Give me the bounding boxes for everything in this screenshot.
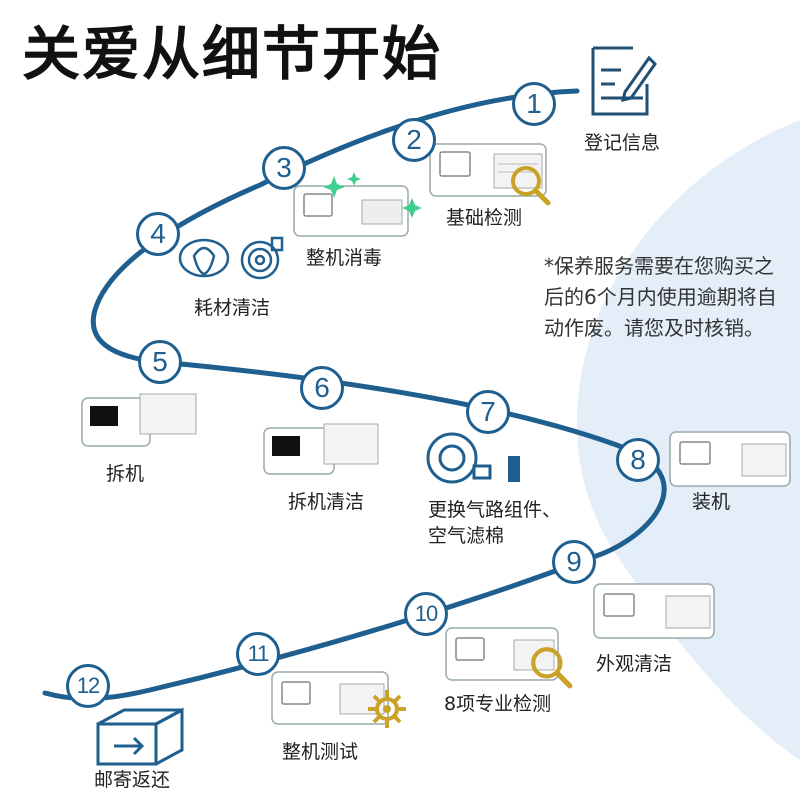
tube-icon <box>240 236 284 280</box>
step-badge-4: 4 <box>136 212 180 256</box>
step-label-8: 装机 <box>692 491 731 513</box>
mask-icon <box>178 238 230 278</box>
device-icon <box>293 185 409 237</box>
step-badge-7: 7 <box>466 390 510 434</box>
device-icon <box>263 423 379 475</box>
step-badge-12: 12 <box>66 664 110 708</box>
page-title: 关爱从细节开始 <box>22 20 443 88</box>
device-icon <box>81 393 197 447</box>
step-badge-3: 3 <box>262 146 306 190</box>
form-edit-icon <box>591 46 657 116</box>
service-note: *保养服务需要在您购买之后的6个月内使用逾期将自动作废。请您及时核销。 <box>544 254 777 340</box>
step-label-7-line2: 空气滤棉 <box>428 525 505 547</box>
gear-icon <box>368 690 406 728</box>
box-arrow-icon <box>96 707 184 766</box>
step-badge-2: 2 <box>392 118 436 162</box>
step-badge-9: 9 <box>552 540 596 584</box>
step-label-5: 拆机 <box>106 463 145 485</box>
step-label-7-line1: 更换气路组件、 <box>428 499 562 521</box>
step-label-6: 拆机清洁 <box>288 491 365 513</box>
step-label-1: 登记信息 <box>584 132 661 154</box>
device-icon <box>593 583 715 639</box>
sparkle-icon <box>324 172 422 218</box>
device-icon <box>445 627 559 681</box>
step-label-12: 邮寄返还 <box>94 769 171 791</box>
magnifier-icon <box>511 166 551 206</box>
step-label-10: 8项专业检测 <box>444 693 552 715</box>
step-label-2: 基础检测 <box>446 207 523 229</box>
tube-filter-icon <box>426 432 520 484</box>
step-badge-5: 5 <box>138 340 182 384</box>
step-badge-11: 11 <box>236 632 280 676</box>
step-label-4: 耗材清洁 <box>194 297 271 319</box>
step-label-9: 外观清洁 <box>596 653 673 675</box>
step-badge-8: 8 <box>616 438 660 482</box>
step-badge-1: 1 <box>512 82 556 126</box>
step-badge-10: 10 <box>404 592 448 636</box>
step-label-3: 整机消毒 <box>306 247 383 269</box>
device-icon <box>669 431 791 487</box>
device-icon <box>429 143 547 197</box>
magnifier-icon <box>531 647 573 689</box>
step-label-11: 整机测试 <box>282 741 359 763</box>
step-badge-6: 6 <box>300 366 344 410</box>
